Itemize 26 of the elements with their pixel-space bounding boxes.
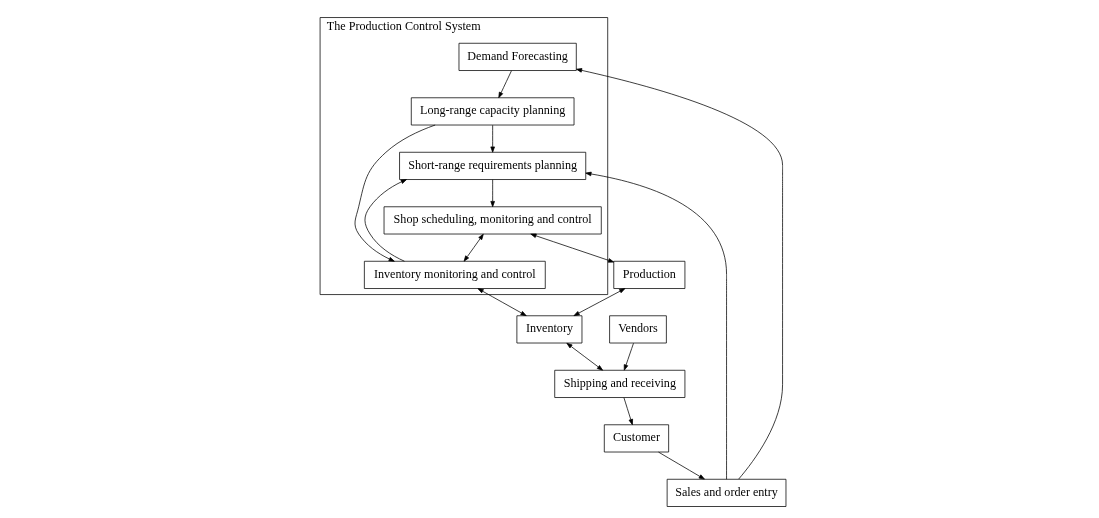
arrow: [623, 342, 634, 371]
node-box: Shipping and receiving: [553, 369, 685, 398]
arrow: [477, 288, 527, 316]
node-box: Short-range requirements planning: [398, 151, 586, 180]
arrow: [364, 179, 407, 262]
arrow: [623, 397, 633, 426]
arrow: [657, 451, 705, 480]
node-box: Sales and order entry: [666, 478, 786, 507]
node-box: Demand Forecasting: [458, 42, 577, 71]
node-box: Vendors: [608, 315, 667, 344]
arrow: [354, 124, 435, 262]
arrow: [497, 70, 512, 99]
node-box: Inventory monitoring and control: [363, 260, 546, 289]
arrow: [584, 171, 727, 480]
node-box: Production: [612, 260, 685, 289]
arrow: [565, 342, 603, 371]
node-box: Inventory: [516, 315, 582, 344]
node-box: Long-range capacity planning: [410, 97, 574, 126]
arrow: [463, 233, 484, 262]
arrow: [489, 179, 495, 208]
node-box: Shop scheduling, monitoring and control: [383, 206, 602, 235]
arrow: [573, 288, 625, 316]
node-box: Customer: [603, 424, 669, 453]
arrow: [529, 233, 614, 263]
arrow: [489, 124, 495, 153]
arrow: [575, 68, 783, 480]
